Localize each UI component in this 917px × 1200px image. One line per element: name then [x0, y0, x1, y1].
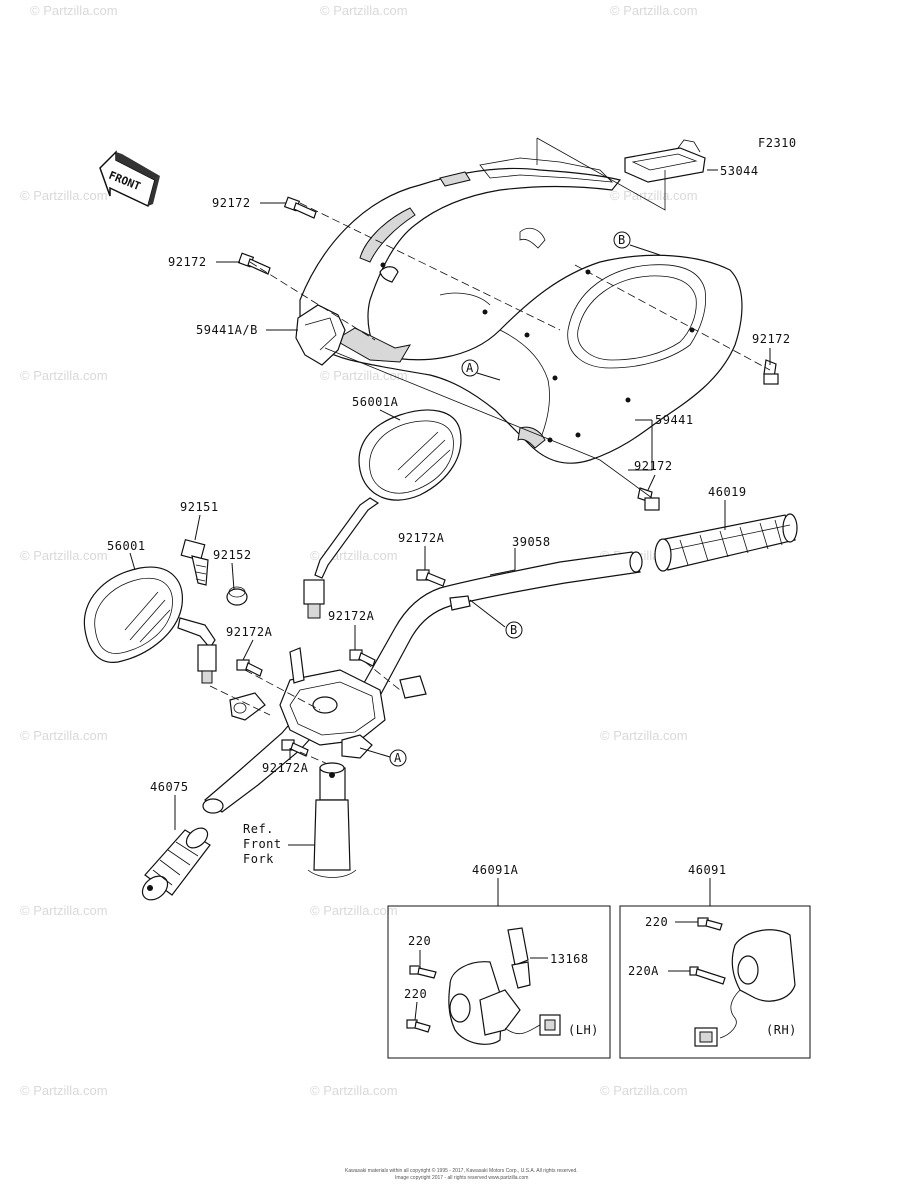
callout-13168: 13168 — [550, 952, 589, 966]
svg-text:A: A — [394, 751, 402, 765]
watermark-text: © Partzilla.com — [20, 188, 108, 203]
front-arrow-icon: FRONT — [99, 150, 160, 208]
callout-53044: 53044 — [720, 164, 759, 178]
callout-labels: 53044 92172 92172 59441A/B 92172 59441 9… — [107, 164, 797, 1037]
handlebar-39058 — [202, 551, 643, 814]
callout-92152: 92152 — [213, 548, 252, 562]
copyright-line-1: Kawasaki materials within all copyright … — [345, 1167, 578, 1174]
callout-92172: 92172 — [168, 255, 207, 269]
callout-46091: 46091 — [688, 863, 727, 877]
callout-59441: 59441 — [655, 413, 694, 427]
bolt-92172-b — [237, 252, 271, 275]
callout-39058: 39058 — [512, 535, 551, 549]
watermark-text: © Partzilla.com — [20, 548, 108, 563]
screw-220-a — [409, 965, 437, 979]
callout-front: Front — [243, 837, 282, 851]
marker-b-1: B — [613, 231, 631, 249]
watermark-text: © Partzilla.com — [20, 1083, 108, 1098]
watermark-text: © Partzilla.com — [320, 368, 408, 383]
alignment-lines-bar — [209, 661, 401, 766]
callout-46075: 46075 — [150, 780, 189, 794]
leader-lines — [129, 169, 771, 1021]
alignment-line-lower — [324, 347, 653, 499]
callout-46091a: 46091A — [472, 863, 519, 877]
label-rh: (RH) — [766, 1023, 797, 1037]
watermark-text: © Partzilla.com — [20, 368, 108, 383]
bolt-92172a-c — [236, 659, 263, 677]
bolt-92172-c — [763, 359, 779, 385]
copyright-line-2: Image copyright 2017 - all rights reserv… — [395, 1175, 528, 1181]
grip-46019 — [654, 513, 798, 572]
bolt-92172a-d — [281, 739, 309, 757]
callout-56001: 56001 — [107, 539, 146, 553]
gasket-53044 — [624, 139, 706, 183]
screw-220-b — [406, 1019, 431, 1033]
callout-fork: Fork — [243, 852, 274, 866]
watermark-text: © Partzilla.com — [610, 188, 698, 203]
label-lh: (LH) — [568, 1023, 599, 1037]
watermark-text: © Partzilla.com — [310, 903, 398, 918]
watermark-text: © Partzilla.com — [20, 728, 108, 743]
callout-220: 220 — [645, 915, 668, 929]
callout-92172: 92172 — [752, 332, 791, 346]
bolt-92172-a — [283, 196, 317, 219]
screw-220a — [689, 966, 726, 985]
figure-code: F2310 — [758, 136, 797, 150]
bolt-92172-d — [637, 487, 660, 511]
callout-92172a: 92172A — [398, 531, 445, 545]
box-46091a — [387, 905, 611, 1059]
bolt-92151 — [180, 538, 209, 586]
watermark-text: © Partzilla.com — [320, 3, 408, 18]
cowl-59441 — [299, 157, 743, 464]
grip-46075 — [141, 827, 211, 901]
callout-92151: 92151 — [180, 500, 219, 514]
callout-92172a: 92172A — [262, 761, 309, 775]
screw-220-c — [697, 917, 723, 931]
box-46091 — [619, 905, 811, 1059]
leader-53044-bracket — [536, 137, 666, 211]
watermark-text: © Partzilla.com — [600, 1083, 688, 1098]
callout-220: 220 — [408, 934, 431, 948]
side-cover-59441ab — [295, 304, 346, 366]
mirror-56001 — [83, 566, 217, 684]
alignment-lines — [249, 202, 771, 371]
callout-59441ab: 59441A/B — [196, 323, 258, 337]
watermark-text: © Partzilla.com — [30, 3, 118, 18]
svg-text:A: A — [466, 361, 474, 375]
callout-ref: Ref. — [243, 822, 274, 836]
callout-220: 220 — [404, 987, 427, 1001]
callout-56001a: 56001A — [352, 395, 399, 409]
svg-text:B: B — [618, 233, 626, 247]
bolt-92172a-a — [416, 569, 446, 587]
callout-92172a: 92172A — [328, 609, 375, 623]
watermark-text: © Partzilla.com — [20, 903, 108, 918]
front-fork-ref — [307, 762, 357, 878]
spacer-92152 — [226, 586, 248, 606]
watermark-text: © Partzilla.com — [310, 1083, 398, 1098]
switch-lh-46091a — [448, 927, 561, 1045]
marker-a-2: A — [389, 749, 407, 767]
callout-46019: 46019 — [708, 485, 747, 499]
marker-b-2: B — [505, 621, 523, 639]
watermark-text: © Partzilla.com — [600, 728, 688, 743]
switch-rh-46091 — [694, 929, 796, 1047]
bolt-92172a-b — [349, 649, 376, 667]
watermark-text: © Partzilla.com — [610, 3, 698, 18]
mirror-56001a — [303, 409, 462, 619]
callout-92172: 92172 — [212, 196, 251, 210]
callout-92172: 92172 — [634, 459, 673, 473]
marker-a-1: A — [461, 359, 479, 377]
callout-220a: 220A — [628, 964, 659, 978]
svg-text:B: B — [510, 623, 518, 637]
callout-92172a: 92172A — [226, 625, 273, 639]
